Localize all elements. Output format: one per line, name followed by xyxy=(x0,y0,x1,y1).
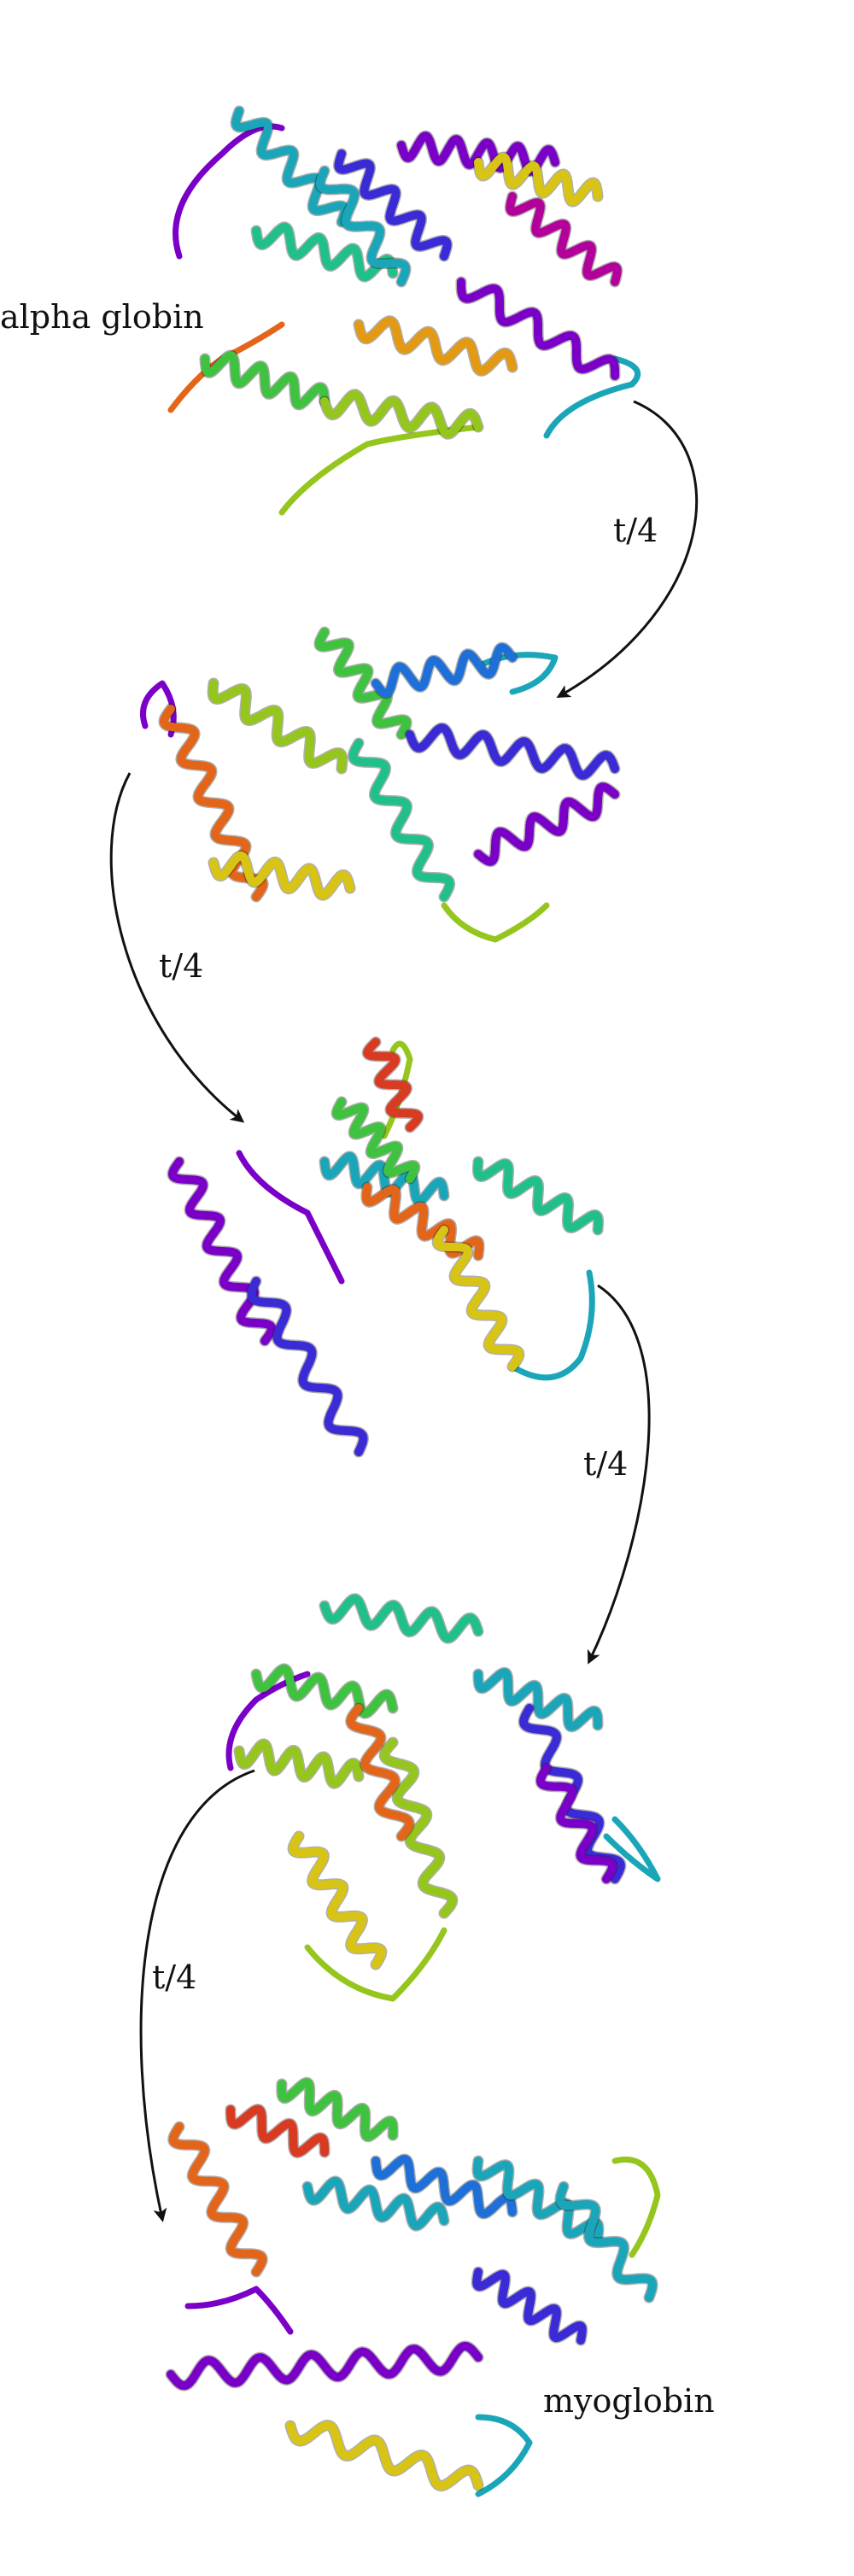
helix-segment-s1-4 xyxy=(334,149,452,261)
helix-segment-s1-11 xyxy=(201,351,329,409)
loop-segment-s2-3 xyxy=(441,902,550,943)
helix-segment-s1-7 xyxy=(506,192,622,286)
helix-segment-s1-12 xyxy=(320,389,483,439)
helix-segment-s3-4 xyxy=(247,1277,368,1456)
structure-5-ribbon xyxy=(165,2076,661,2497)
helix-segment-s5-10 xyxy=(472,2268,587,2345)
loop-segment-s5-3 xyxy=(611,2156,661,2258)
helix-segment-s2-6 xyxy=(314,628,412,739)
helix-segment-s4-3 xyxy=(252,1664,397,1718)
structure-4-ribbon xyxy=(225,1593,661,2002)
helix-segment-s5-9 xyxy=(167,2341,483,2391)
start-label: alpha globin xyxy=(0,298,204,336)
end-label: myoglobin xyxy=(543,2382,715,2420)
arrow-1 xyxy=(556,400,699,698)
helix-segment-s2-4 xyxy=(209,851,354,900)
helix-segment-s2-5 xyxy=(208,679,347,773)
helix-segment-s1-8 xyxy=(457,278,619,380)
structure-3-ribbon xyxy=(167,1036,605,1458)
loop-segment-s4-3 xyxy=(304,1927,447,2002)
helix-segment-s4-6 xyxy=(289,1832,386,1969)
helix-segment-s5-3 xyxy=(168,2122,267,2276)
helix-segment-s1-13 xyxy=(354,316,517,376)
helix-segment-s5-6 xyxy=(303,2176,448,2231)
helix-segment-s1-9 xyxy=(231,107,349,226)
step-label-1: t/4 xyxy=(613,512,658,549)
helix-segment-s5-5 xyxy=(277,2078,398,2141)
loop-segment-s4-2 xyxy=(603,1816,661,1882)
helix-segment-s4-10 xyxy=(536,1764,617,1883)
helix-segment-s2-8 xyxy=(406,723,619,780)
helix-segment-s3-8 xyxy=(433,1226,524,1371)
loop-segment-s5-2 xyxy=(475,2414,533,2497)
loop-segment-s1-3 xyxy=(278,424,482,516)
helix-segment-s5-4 xyxy=(226,2105,329,2157)
helix-segment-s5-7 xyxy=(371,2155,517,2218)
helix-segment-s3-9 xyxy=(473,1157,603,1234)
loop-segment-s1-2 xyxy=(543,355,641,439)
helix-segment-s4-4 xyxy=(320,1594,483,1643)
loop-segment-s3-2 xyxy=(509,1269,595,1381)
helix-segment-s5-11 xyxy=(286,2421,483,2491)
helix-segment-s5-8 xyxy=(473,2157,603,2242)
helix-segment-s2-7 xyxy=(348,739,454,901)
step-label-4: t/4 xyxy=(152,1958,197,1996)
loop-segment-s2-1 xyxy=(140,680,177,738)
arrow-4 xyxy=(139,1769,255,2222)
helix-segment-s3-6 xyxy=(332,1098,419,1183)
arrow-3 xyxy=(588,1284,651,1665)
helix-segment-s2-9 xyxy=(474,782,619,866)
arrow-2 xyxy=(109,772,245,1123)
helix-segment-s3-3 xyxy=(168,1157,276,1345)
loop-segment-s3-1 xyxy=(236,1150,345,1285)
helix-segment-s1-14 xyxy=(316,167,410,286)
helix-segment-s2-10 xyxy=(371,643,517,698)
helix-segment-s4-8 xyxy=(474,1668,602,1731)
helix-segment-s3-10 xyxy=(363,1038,423,1132)
step-label-3: t/4 xyxy=(583,1445,629,1483)
step-label-2: t/4 xyxy=(159,947,204,985)
loop-segment-s1-1 xyxy=(173,123,285,260)
structure-1-ribbon xyxy=(167,105,641,516)
helix-segment-s3-7 xyxy=(361,1183,484,1260)
loop-segment-s5-1 xyxy=(184,2286,294,2335)
helix-segment-s4-11 xyxy=(346,1704,414,1841)
helix-segment-s1-6 xyxy=(474,153,602,206)
helix-segment-s1-10 xyxy=(252,222,397,282)
helix-segment-s5-12 xyxy=(555,2182,658,2302)
structure-2-ribbon xyxy=(140,626,621,943)
loop-segment-s3-3 xyxy=(381,1040,413,1139)
helix-segment-s3-5 xyxy=(320,1152,448,1205)
helix-segment-s4-7 xyxy=(380,1738,457,1917)
helix-segment-s4-5 xyxy=(235,1739,363,1789)
